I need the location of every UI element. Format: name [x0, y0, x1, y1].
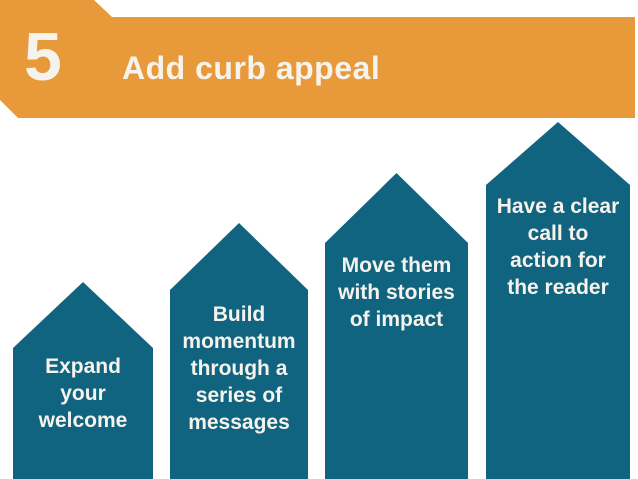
step-label-line: Build	[212, 303, 266, 326]
step-label-line: action for	[510, 249, 606, 272]
header-ribbon: 5 Add curb appeal	[0, 0, 635, 118]
step-arrow-expand-your-welcome: Expand your welcome	[13, 282, 153, 479]
step-number: 5	[24, 19, 62, 95]
step-label: Expand your welcome	[13, 353, 153, 434]
step-label-line: the reader	[507, 276, 609, 299]
step-label: Have a clear call to action for the read…	[486, 193, 630, 301]
step-label-line: call to	[527, 222, 589, 245]
step-label-line: Move them	[341, 254, 452, 277]
step-arrow-clear-call-to-action: Have a clear call to action for the read…	[486, 122, 630, 479]
step-arrow-build-momentum: Build momentum through a series of messa…	[170, 223, 308, 479]
step-label-line: through a	[190, 357, 288, 380]
step-label: Move them with stories of impact	[325, 252, 468, 333]
step-label-line: messages	[188, 411, 290, 434]
step-label-line: Expand	[45, 355, 121, 378]
step-label-line: Have a clear	[496, 195, 620, 218]
step-label-line: series of	[195, 384, 283, 407]
step-arrow-move-with-stories: Move them with stories of impact	[325, 173, 468, 479]
step-label-line: of impact	[349, 308, 444, 331]
step-label-line: welcome	[38, 409, 128, 432]
step-label-line: momentum	[182, 330, 296, 353]
page-title: Add curb appeal	[122, 50, 381, 86]
step-label-line: with stories	[338, 281, 455, 304]
step-label-line: your	[60, 382, 106, 405]
step-label: Build momentum through a series of messa…	[170, 301, 308, 436]
